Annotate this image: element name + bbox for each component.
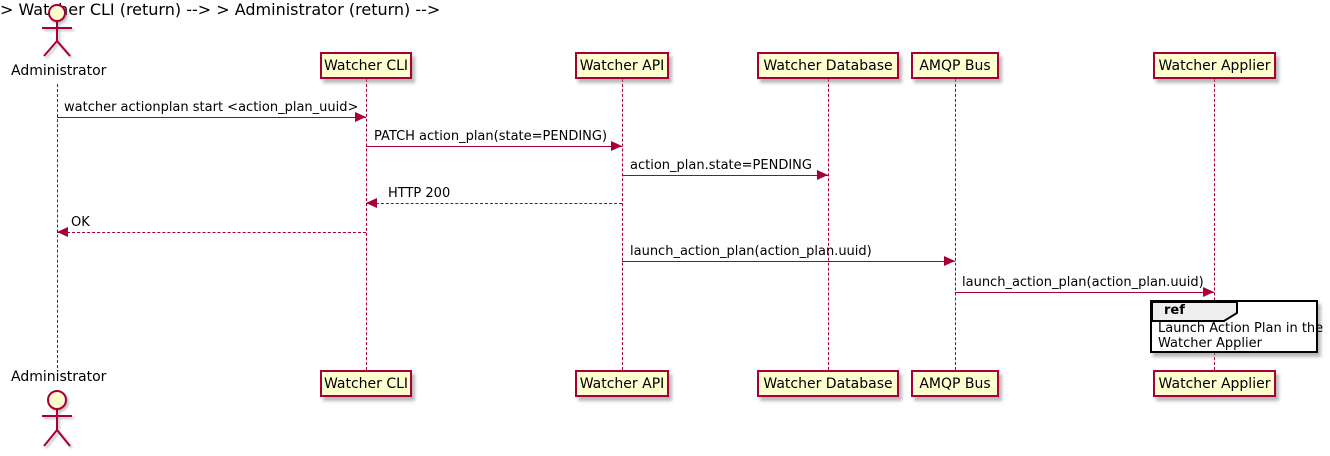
message-label-1: watcher actionplan start <action_plan_uu…: [64, 100, 359, 115]
lifeline-watcher-database: [828, 79, 829, 370]
ref-fragment: ref Launch Action Plan in the Watcher Ap…: [1150, 300, 1323, 353]
participant-label: AMQP Bus: [919, 57, 991, 74]
message-line-3: [622, 175, 828, 176]
participant-label: Watcher Database: [763, 57, 893, 74]
message-line-7: [955, 292, 1214, 293]
ref-text-line-2: Watcher Applier: [1158, 336, 1262, 351]
arrowhead-right-icon: [355, 112, 366, 122]
message-line-1: [57, 117, 366, 118]
message-line-2: [366, 146, 622, 147]
arrowhead-left-icon: [366, 198, 377, 208]
participant-top-amqp-bus: AMQP Bus: [911, 52, 999, 79]
participant-top-watcher-applier: Watcher Applier: [1153, 52, 1276, 79]
participant-label: Watcher CLI: [323, 375, 409, 392]
participant-label: Watcher CLI: [323, 57, 409, 74]
participant-bottom-amqp-bus: AMQP Bus: [911, 370, 999, 397]
participant-top-watcher-cli: Watcher CLI: [320, 52, 412, 79]
ref-text-line-1: Launch Action Plan in the: [1158, 321, 1324, 336]
arrowhead-right-icon: [817, 170, 828, 180]
message-label-2: PATCH action_plan(state=PENDING): [374, 129, 608, 144]
arrowhead-left-icon: [57, 227, 68, 237]
message-label-3: action_plan.state=PENDING: [630, 158, 812, 173]
lifeline-watcher-api: [622, 79, 623, 370]
participant-label: Watcher Applier: [1158, 375, 1271, 392]
message-label-5: OK: [71, 215, 90, 230]
participant-bottom-watcher-database: Watcher Database: [757, 370, 899, 397]
message-label-7: launch_action_plan(action_plan.uuid): [962, 275, 1204, 290]
actor-label-top: Administrator: [11, 63, 107, 79]
participant-bottom-watcher-api: Watcher API: [575, 370, 669, 397]
administrator-actor-icon-bottom: [42, 390, 72, 447]
arrowhead-right-icon: [1203, 287, 1214, 297]
ref-keyword: ref: [1164, 303, 1185, 318]
message-line-4: [366, 203, 622, 204]
actor-label-bottom: Administrator: [11, 369, 107, 385]
message-line-6: [622, 261, 955, 262]
participant-label: Watcher Applier: [1158, 57, 1271, 74]
participant-top-watcher-api: Watcher API: [575, 52, 669, 79]
message-line-5: [57, 232, 366, 233]
lifeline-watcher-cli: [366, 79, 367, 370]
participant-label: AMQP Bus: [919, 375, 991, 392]
participant-label: Watcher API: [579, 57, 665, 74]
arrowhead-right-icon: [611, 141, 622, 151]
lifeline-administrator: [57, 84, 58, 368]
ref-header-pentagon-icon: [1151, 301, 1238, 322]
participant-top-watcher-database: Watcher Database: [757, 52, 899, 79]
lifeline-watcher-applier: [1214, 79, 1215, 370]
participant-bottom-watcher-cli: Watcher CLI: [320, 370, 412, 397]
arrowhead-right-icon: [944, 256, 955, 266]
participant-bottom-watcher-applier: Watcher Applier: [1153, 370, 1276, 397]
message-label-4: HTTP 200: [388, 186, 451, 201]
lifeline-amqp-bus: [955, 79, 956, 370]
administrator-actor-icon: [42, 4, 72, 57]
message-label-6: launch_action_plan(action_plan.uuid): [630, 244, 872, 259]
participant-label: Watcher API: [579, 375, 665, 392]
participant-label: Watcher Database: [763, 375, 893, 392]
